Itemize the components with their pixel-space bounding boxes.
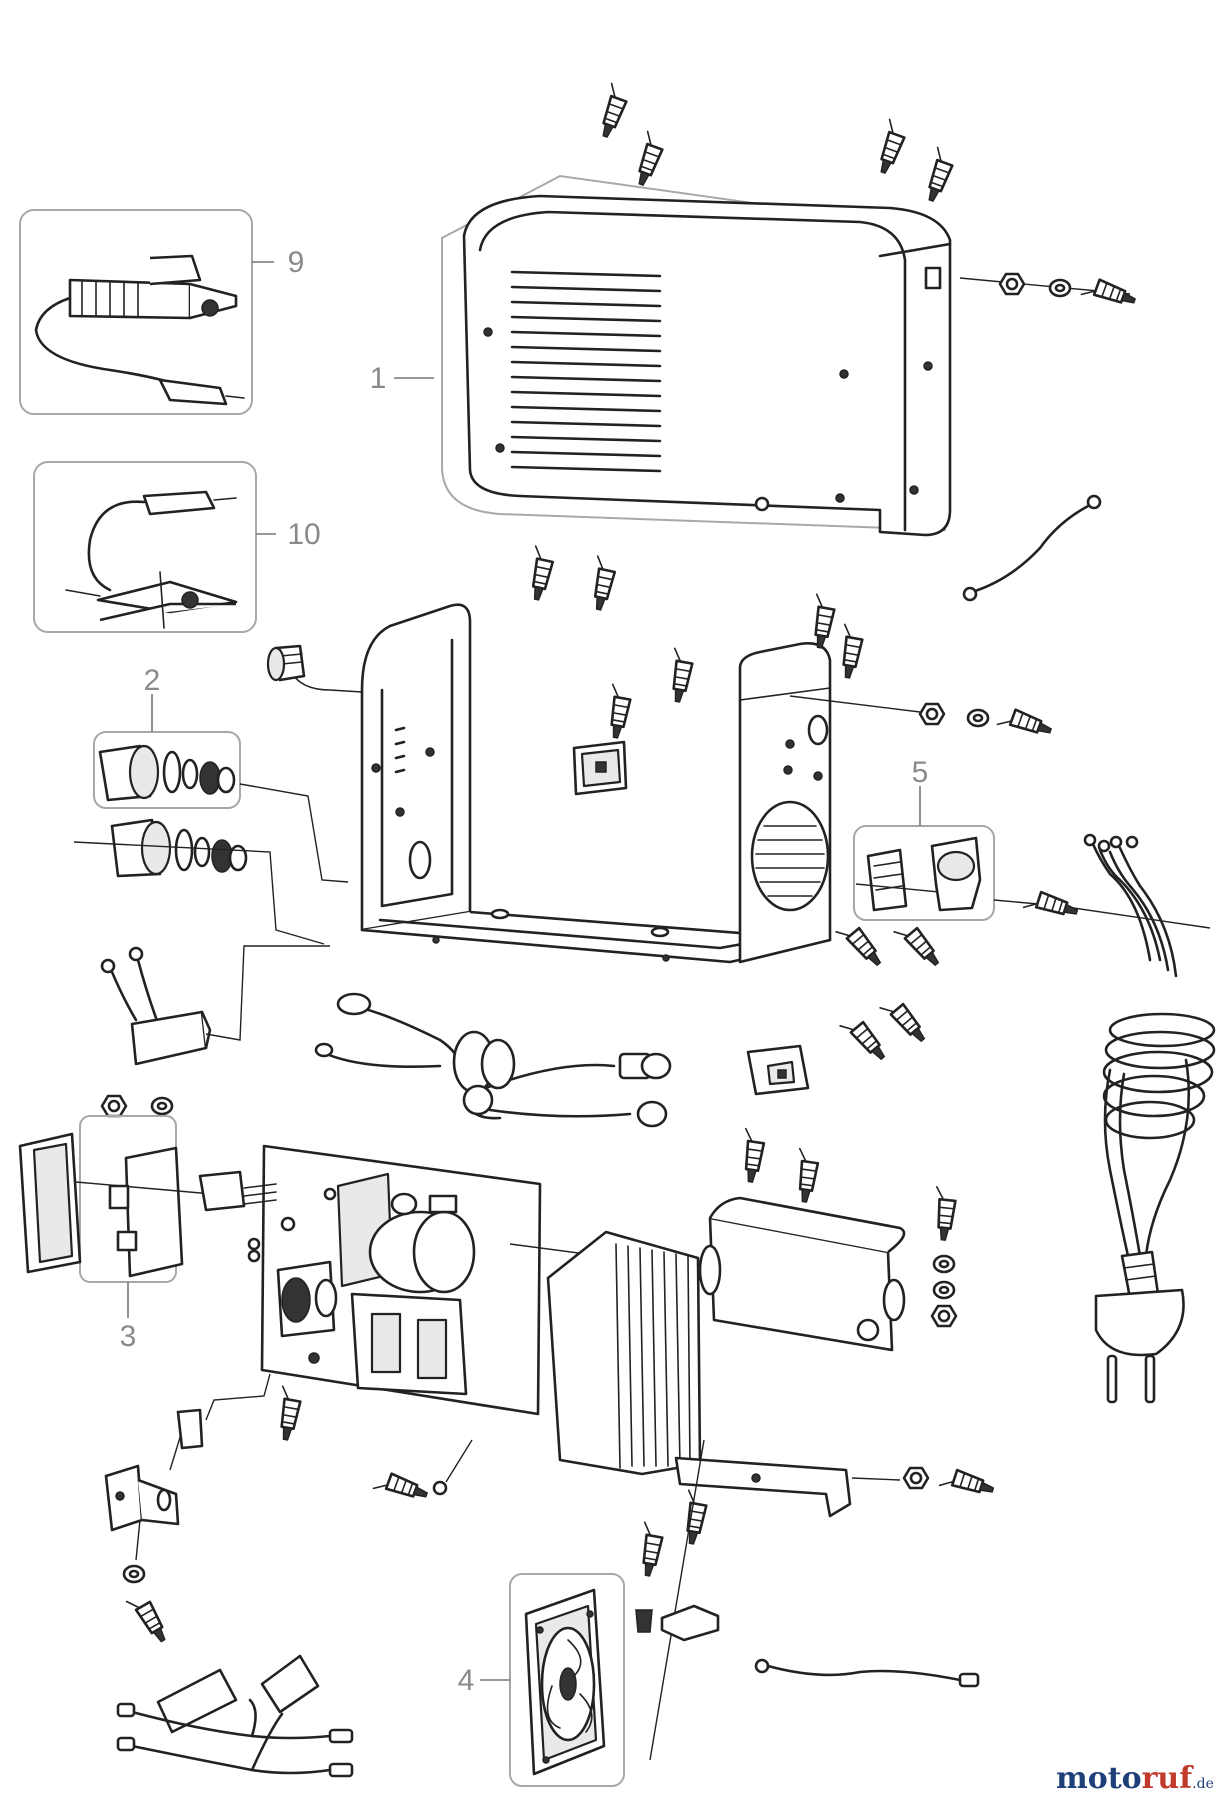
washer	[1048, 278, 1072, 298]
chassis-frame	[360, 603, 921, 964]
watermark: motoruf.de	[1056, 1761, 1214, 1796]
callout-9: 9	[288, 246, 305, 279]
washer	[932, 1254, 956, 1274]
mounting-bracket	[674, 1456, 852, 1518]
nut	[918, 702, 946, 726]
watermark-moto: moto	[1056, 1761, 1142, 1796]
screw	[372, 1468, 431, 1508]
cooling-fan	[524, 1588, 606, 1776]
screw	[602, 683, 634, 741]
callout-5: 5	[912, 756, 929, 789]
cable-assembly	[116, 1654, 354, 1778]
screw	[938, 1465, 997, 1503]
clip	[660, 1604, 720, 1642]
screw	[806, 593, 838, 651]
screw	[664, 647, 696, 705]
screw	[1022, 887, 1081, 925]
screw	[791, 1147, 821, 1205]
wiring-harness	[100, 945, 672, 1128]
watermark-tld: .de	[1192, 1776, 1214, 1792]
screw	[737, 1127, 767, 1185]
transformer	[698, 1196, 906, 1352]
chassis-fan-grille	[750, 800, 830, 912]
screw	[930, 1185, 958, 1242]
screw	[918, 146, 958, 205]
callout-3: 3	[120, 1320, 137, 1353]
screw	[272, 1385, 304, 1443]
front-panel	[18, 1132, 213, 1278]
screw	[125, 1590, 172, 1648]
fan-lead	[754, 1658, 980, 1688]
nut	[930, 1304, 958, 1328]
screw	[834, 917, 887, 973]
part-5-frame	[853, 825, 995, 921]
washer	[150, 1096, 174, 1116]
nut	[902, 1466, 930, 1490]
screw	[838, 1011, 891, 1067]
electrode-holder	[34, 254, 245, 406]
vent-slots	[510, 270, 662, 473]
screw	[834, 623, 866, 681]
screw	[870, 118, 910, 177]
nut	[100, 1094, 128, 1118]
watermark-ruf: ruf	[1142, 1761, 1195, 1796]
screw	[892, 917, 945, 973]
earth-clamp	[65, 490, 238, 629]
screw	[585, 554, 619, 613]
screw	[634, 1521, 666, 1579]
screw	[592, 82, 632, 141]
angle-bracket	[104, 1464, 180, 1532]
mains-cable-plug	[1083, 833, 1216, 1404]
part-10-frame	[33, 461, 257, 633]
callout-4: 4	[458, 1664, 475, 1697]
washer	[966, 708, 990, 728]
screw	[628, 130, 668, 189]
part-9-frame	[19, 209, 253, 415]
screw	[878, 993, 931, 1049]
output-socket	[110, 818, 248, 878]
washer	[122, 1564, 146, 1584]
main-pcb	[198, 1144, 831, 1416]
nut	[998, 272, 1026, 296]
switch-knob	[855, 836, 982, 912]
part-2-frame	[93, 731, 241, 809]
callout-1: 1	[370, 362, 387, 395]
output-socket	[98, 744, 236, 802]
cable-gland	[266, 644, 306, 682]
heatsink	[546, 1230, 702, 1476]
callout-2: 2	[144, 664, 161, 697]
screw	[523, 544, 557, 603]
screw	[996, 704, 1055, 744]
washer	[932, 1280, 956, 1300]
callout-10: 10	[287, 518, 320, 551]
relay	[746, 1044, 810, 1096]
housing-cover	[441, 174, 1131, 537]
